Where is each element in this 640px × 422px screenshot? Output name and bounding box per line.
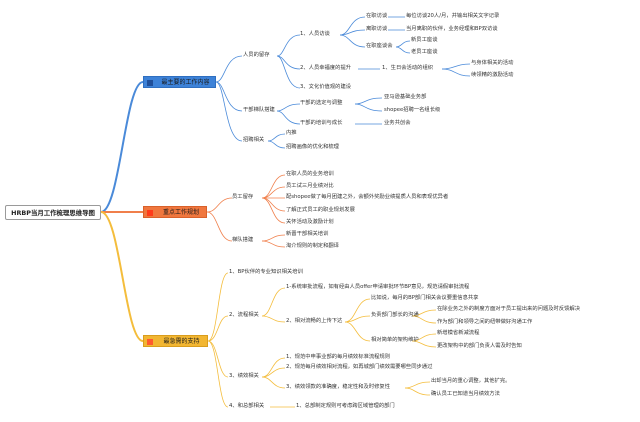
node-process-b-2[interactable]: 负责部门部长的沟通: [371, 312, 419, 318]
flag-icon: [147, 80, 153, 86]
node-process-b[interactable]: 2、相对流畅的上传下达: [286, 318, 343, 324]
node-staff-retain-2[interactable]: 员工试三月业绩对比: [286, 183, 334, 189]
node-staff-retain-3[interactable]: 配shopee做了每月团建之外，会额外奖励业绩提质人员和表现优异者: [286, 194, 449, 200]
category-key-plan[interactable]: 重点工作规划: [143, 206, 207, 218]
node-process[interactable]: 2、流程相关: [229, 312, 259, 318]
node-interview-onjob-note[interactable]: 每位访谈20人/月，并输出相关文字记录: [406, 13, 500, 19]
node-performance-2[interactable]: 2、规范每月绩效相对流程，如再城部门绩效需要哪些同步通过: [286, 364, 433, 370]
node-cadre[interactable]: 干部梯队搭建: [243, 107, 275, 113]
node-staff-retain[interactable]: 员工留存: [232, 194, 254, 200]
node-staff-retain-4[interactable]: 了解正式员工的职业规划发展: [286, 207, 355, 213]
node-performance-3-1[interactable]: 出却当月的重心调整，其他扩完。: [431, 378, 511, 384]
node-culture[interactable]: 3、文化价值观的建设: [300, 84, 352, 90]
flag-icon: [147, 339, 153, 345]
node-incentive-activity[interactable]: 续领精的激励活动: [471, 72, 514, 78]
node-cadre-select-b[interactable]: shopee招聘一名组长级: [384, 107, 441, 113]
node-hq-note[interactable]: 1、总部制定规则可考虑跨区域管理的部门: [296, 403, 395, 409]
node-cadre-train[interactable]: 干部的培训与成长: [300, 120, 343, 126]
flag-icon: [147, 210, 153, 216]
node-cadre-select[interactable]: 干部的选定与调整: [300, 100, 343, 106]
node-performance-3-2[interactable]: 确认员工已知道当月绩效方法: [431, 391, 500, 397]
node-process-b-2-2[interactable]: 作为部门和领导之间的纽带做好沟通工作: [437, 319, 533, 325]
node-symposium-old[interactable]: 老员工座谈: [411, 49, 438, 55]
node-process-a[interactable]: 1-系统审批流程，如有经由人员offer申请审批环节BP意见，规范请假审批流程: [286, 284, 470, 290]
node-recruit-b[interactable]: 招聘画像的优化和梳理: [286, 144, 339, 150]
node-process-b-3-2[interactable]: 更改架构中的部门负责人需及时告知: [437, 343, 522, 349]
node-staff-retain-1[interactable]: 在职人员的业务培训: [286, 171, 334, 177]
node-retain[interactable]: 人员的留存: [243, 52, 270, 58]
node-body-activity[interactable]: 与身体相关的活动: [471, 60, 514, 66]
node-symposium-new[interactable]: 新员工座谈: [411, 37, 438, 43]
root-topic[interactable]: HRBP当月工作梳理思维导图: [5, 205, 101, 220]
node-symposium[interactable]: 在职座谈会: [366, 43, 393, 49]
node-happiness[interactable]: 2、人员幸福度的提升: [300, 65, 352, 71]
node-process-b-3-1[interactable]: 新增模省新减流程: [437, 330, 480, 336]
category-urgent-support[interactable]: 最急需的支持: [143, 335, 208, 347]
node-process-b-3[interactable]: 相对简单的架构维护: [371, 337, 419, 343]
node-performance-3[interactable]: 3、绩效领款的准确度，稳定性和及时修复性: [286, 384, 391, 390]
node-staff-retain-5[interactable]: 关怀活动及激励计划: [286, 219, 334, 225]
node-echelon[interactable]: 梯队搭建: [232, 237, 254, 243]
node-interview-onjob[interactable]: 在职访谈: [366, 13, 388, 19]
node-performance[interactable]: 3、绩效相关: [229, 373, 259, 379]
node-interview-leave[interactable]: 离职访谈: [366, 26, 388, 32]
node-echelon-1[interactable]: 新晋干部相关培训: [286, 231, 329, 237]
category-key-plan-label: 重点工作规划: [162, 209, 199, 216]
node-bp-training[interactable]: 1、BP伙伴的专业知识相关培训: [229, 269, 303, 275]
node-recruit-a[interactable]: 内推: [286, 130, 297, 136]
node-birthday[interactable]: 1、生日会活动的组织: [382, 65, 434, 71]
category-main-work[interactable]: 最主要的工作内容: [143, 76, 216, 88]
node-performance-1[interactable]: 1、规范中申事业部的每月绩效标准流程规则: [286, 354, 391, 360]
node-hq[interactable]: 4、和总部相关: [229, 403, 265, 409]
category-main-work-label: 最主要的工作内容: [161, 79, 210, 86]
category-urgent-support-label: 最急需的支持: [163, 338, 200, 345]
node-process-b-2-1[interactable]: 在除业务之外的制度方面对于员工提出来的问题及时反馈解决: [437, 306, 581, 312]
node-interview-leave-note[interactable]: 当月离职的伙伴，业务经理和BP双访谈: [406, 26, 498, 32]
node-recruit[interactable]: 招聘相关: [243, 137, 265, 143]
node-process-b-1[interactable]: 比如说，每月的BP部门相关会议要重信息共享: [371, 295, 479, 301]
node-echelon-2[interactable]: 淘介规则的制定和翻译: [286, 243, 339, 249]
node-interviews[interactable]: 1、人员访谈: [300, 31, 330, 37]
node-cadre-select-a[interactable]: 亚马逊基础业务部: [384, 94, 427, 100]
node-cadre-train-a[interactable]: 业务共创会: [384, 120, 411, 126]
